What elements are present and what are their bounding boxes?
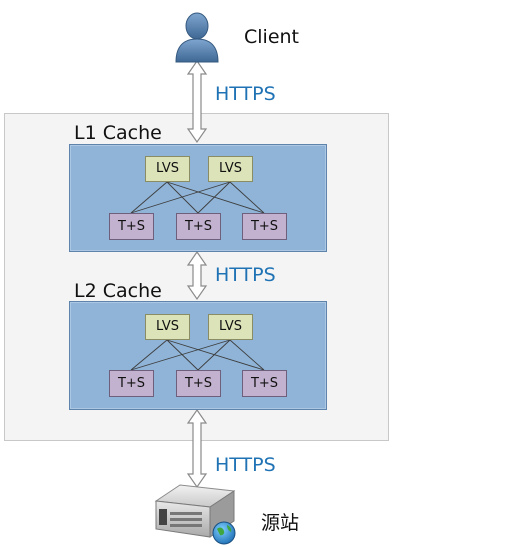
- lvs-node: LVS: [208, 156, 253, 182]
- ts-node: T+S: [109, 213, 154, 240]
- client-label: Client: [244, 26, 300, 48]
- link-label-l2-origin: HTTPS: [215, 454, 276, 476]
- ts-node: T+S: [242, 213, 287, 240]
- tier-title-l1: L1 Cache: [74, 122, 162, 144]
- ts-node: T+S: [176, 370, 221, 397]
- ts-node: T+S: [109, 370, 154, 397]
- lvs-node: LVS: [145, 314, 190, 340]
- lvs-node: LVS: [208, 314, 253, 340]
- arrow-l1-l2: [186, 250, 208, 301]
- user-icon: [175, 12, 219, 63]
- origin-label: 源站: [261, 512, 300, 534]
- server-icon: [154, 484, 236, 545]
- lvs-node: LVS: [145, 156, 190, 182]
- link-label-l1-l2: HTTPS: [215, 264, 276, 286]
- arrow-client-l1: [186, 59, 208, 144]
- tier-title-l2: L2 Cache: [74, 280, 162, 302]
- ts-node: T+S: [242, 370, 287, 397]
- link-label-client-l1: HTTPS: [215, 83, 276, 105]
- ts-node: T+S: [176, 213, 221, 240]
